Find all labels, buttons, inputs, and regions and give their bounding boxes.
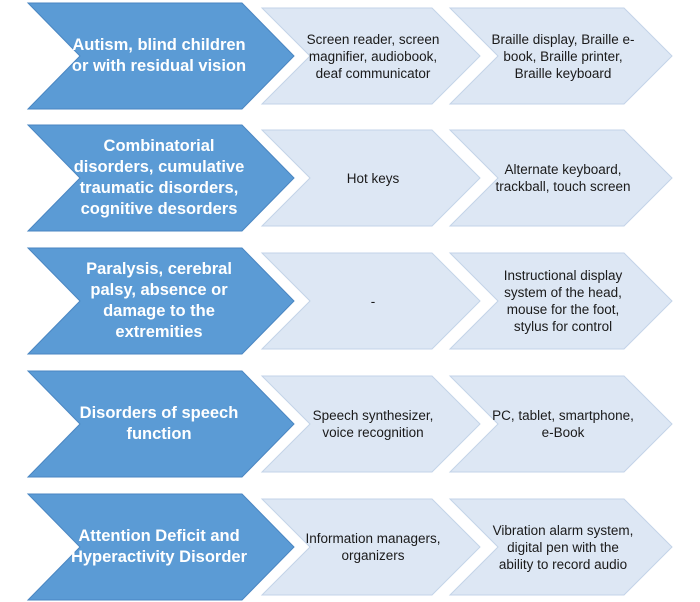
diagram-row: Combinatorial disorders, cumulative trau… — [0, 124, 700, 232]
category-label: Attention Deficit and Hyperactivity Diso… — [70, 527, 248, 566]
chevron-shape — [260, 252, 481, 350]
chevron-shape — [448, 129, 673, 227]
means-chevron-1: - — [260, 252, 481, 350]
category-label: Combinatorial disorders, cumulative trau… — [73, 137, 245, 218]
chevron-shape — [26, 370, 295, 478]
means-chevron-1: Screen reader, screen magnifier, audiobo… — [260, 7, 481, 105]
means-label-1: - — [370, 293, 376, 309]
chevron-shape — [26, 493, 295, 601]
means-label-2: Alternate keyboard, trackball, touch scr… — [495, 162, 631, 194]
means-chevron-2: Instructional display system of the head… — [448, 252, 673, 350]
means-label-2: Braille display, Braille e-book, Braille… — [491, 31, 635, 81]
chevron-shape — [260, 375, 481, 473]
diagram-row: Autism, blind children or with residual … — [0, 2, 700, 110]
chevron-shape — [260, 7, 481, 105]
means-label-2: PC, tablet, smartphone, e-Book — [492, 408, 634, 440]
means-label-2: Instructional display system of the head… — [503, 268, 623, 334]
chevron-shape — [260, 498, 481, 596]
means-chevron-2: PC, tablet, smartphone, e-Book — [448, 375, 673, 473]
means-chevron-1: Hot keys — [260, 129, 481, 227]
diagram-row: Paralysis, cerebral palsy, absence or da… — [0, 247, 700, 355]
means-label-1: Screen reader, screen magnifier, audiobo… — [306, 31, 440, 81]
chevron-shape — [448, 498, 673, 596]
category-label: Autism, blind children or with residual … — [71, 36, 247, 75]
diagram-row: Attention Deficit and Hyperactivity Diso… — [0, 493, 700, 601]
chevron-shape — [26, 124, 295, 232]
diagram-row: Disorders of speech function Speech synt… — [0, 370, 700, 478]
means-chevron-1: Speech synthesizer, voice recognition — [260, 375, 481, 473]
category-label: Paralysis, cerebral palsy, absence or da… — [86, 260, 232, 341]
means-label-1: Hot keys — [346, 170, 400, 186]
means-label-1: Information managers, organizers — [305, 531, 441, 563]
chevron-shape — [448, 7, 673, 105]
chevron-shape — [260, 129, 481, 227]
category-chevron: Combinatorial disorders, cumulative trau… — [26, 124, 295, 232]
means-label-2: Vibration alarm system, digital pen with… — [492, 522, 634, 572]
means-label-1: Speech synthesizer, voice recognition — [312, 408, 434, 440]
chevron-shape — [448, 375, 673, 473]
category-chevron: Disorders of speech function — [26, 370, 295, 478]
category-label: Disorders of speech function — [79, 404, 239, 443]
category-chevron: Paralysis, cerebral palsy, absence or da… — [26, 247, 295, 355]
category-chevron: Attention Deficit and Hyperactivity Diso… — [26, 493, 295, 601]
chevron-shape — [448, 252, 673, 350]
means-chevron-1: Information managers, organizers — [260, 498, 481, 596]
means-chevron-2: Vibration alarm system, digital pen with… — [448, 498, 673, 596]
chevron-shape — [26, 2, 295, 110]
means-chevron-2: Alternate keyboard, trackball, touch scr… — [448, 129, 673, 227]
chevron-shape — [26, 247, 295, 355]
category-chevron: Autism, blind children or with residual … — [26, 2, 295, 110]
means-chevron-2: Braille display, Braille e-book, Braille… — [448, 7, 673, 105]
